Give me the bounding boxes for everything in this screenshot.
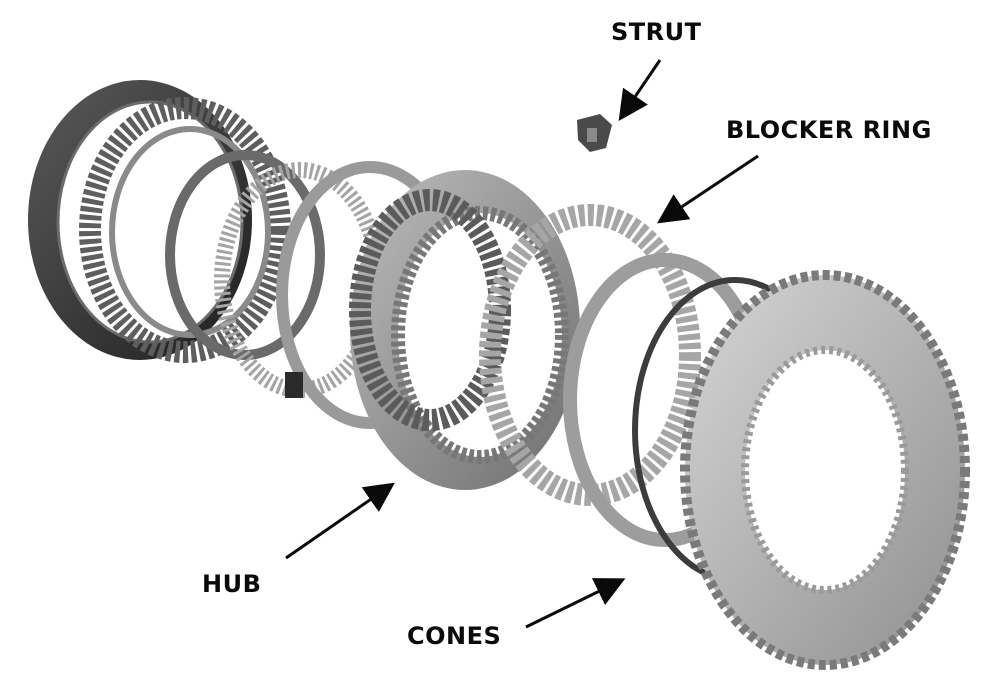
cone-ring-rear: [79, 97, 291, 363]
strut-arrow: [618, 59, 662, 121]
cones-arrow: [525, 578, 626, 629]
strut-label: STRUT: [611, 18, 702, 46]
cones-label: CONES: [407, 622, 502, 650]
hub-label: HUB: [202, 570, 262, 598]
front-gear-ring: [680, 270, 970, 670]
blocker-ring-arrow: [657, 154, 759, 224]
strut-part: [577, 114, 612, 152]
strut-small-left: [285, 372, 303, 398]
hub-arrow: [285, 482, 395, 560]
blocker-ring-label: BLOCKER RING: [726, 116, 932, 144]
